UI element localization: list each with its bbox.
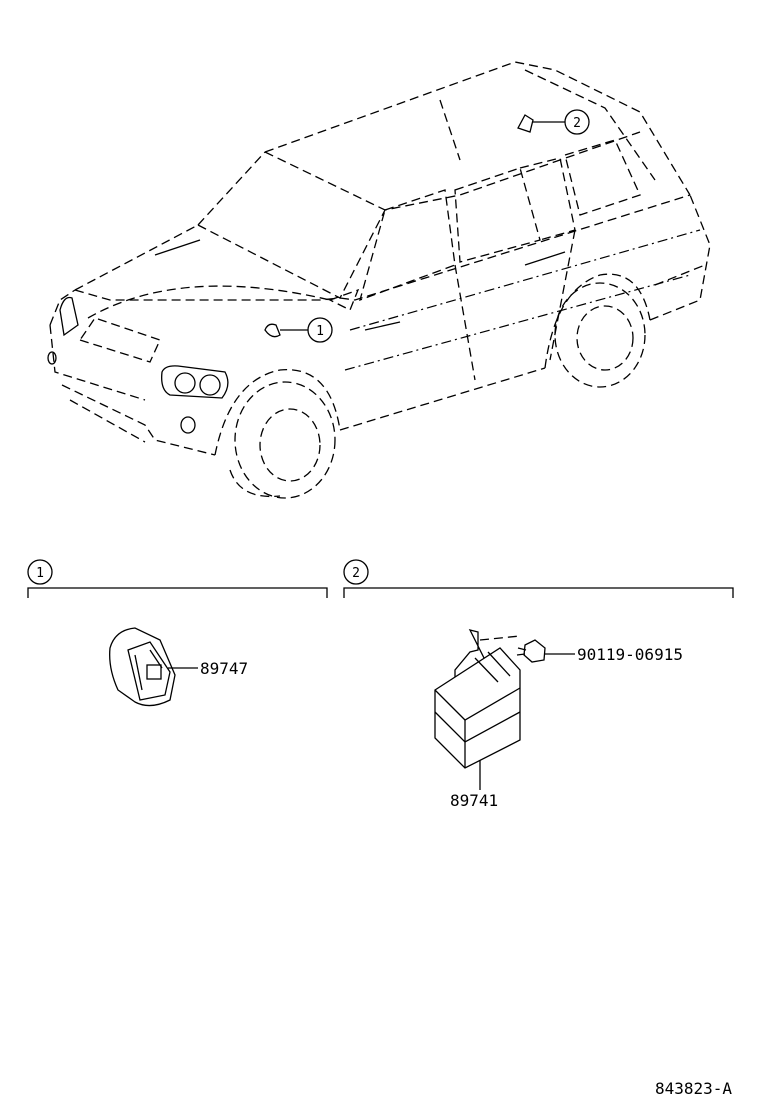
section-1: 1 89747: [27, 559, 328, 707]
section-1-marker-circle: [27, 559, 53, 585]
callout-1-label: 1: [316, 324, 324, 339]
part-90119-06915-illustration: [479, 635, 546, 663]
section-2: 2 90119-06915 89741: [343, 559, 734, 810]
section-2-bracket: [343, 587, 734, 598]
callout-2: 2: [517, 109, 590, 135]
callout-2-label: 2: [573, 116, 581, 131]
figure-code: 843823-A: [655, 1079, 732, 1098]
sensor-location-1-marker: [264, 323, 281, 338]
section-2-marker-circle: [343, 559, 369, 585]
callout-2-circle: [564, 109, 590, 135]
part-number-89741: 89741: [450, 791, 498, 810]
callout-1: 1: [264, 317, 333, 343]
section-2-marker-label: 2: [352, 566, 360, 581]
part-number-89747: 89747: [200, 659, 248, 678]
vehicle-outline: [47, 61, 711, 499]
callout-1-circle: [307, 317, 333, 343]
part-89747-illustration: [109, 627, 176, 707]
section-1-bracket: [27, 587, 328, 598]
part-number-90119-06915: 90119-06915: [577, 645, 683, 664]
part-89741-illustration: [434, 629, 521, 769]
section-1-marker-label: 1: [36, 566, 44, 581]
sensor-location-2-marker: [517, 114, 534, 133]
